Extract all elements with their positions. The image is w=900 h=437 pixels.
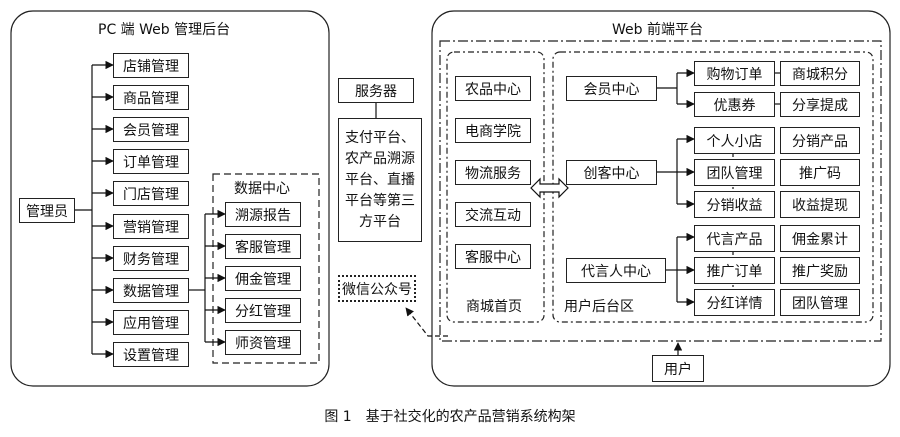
mgmt-item: 设置管理 xyxy=(113,342,189,367)
mgmt-item: 店铺管理 xyxy=(113,53,189,78)
data-center-item: 客服管理 xyxy=(225,234,301,259)
spokesperson-item: 佣金累计 xyxy=(780,225,860,252)
mall-item: 客服中心 xyxy=(455,244,531,269)
mgmt-item: 应用管理 xyxy=(113,310,189,335)
mall-item: 交流互动 xyxy=(455,202,531,227)
creator-item: 分销收益 xyxy=(694,191,775,218)
spokesperson-item: 推广订单 xyxy=(694,257,775,284)
creator-item: 推广码 xyxy=(780,159,860,186)
member-item: 分享提成 xyxy=(780,92,860,117)
figure-caption: 图 1 基于社交化的农产品营销系统构架 xyxy=(324,409,576,425)
member-item: 购物订单 xyxy=(694,61,775,86)
data-center-frame xyxy=(212,173,320,364)
double-arrow-icon xyxy=(530,177,569,199)
mgmt-item-data: 数据管理 xyxy=(113,278,189,303)
mgmt-item: 订单管理 xyxy=(113,149,189,174)
pc-panel-title: PC 端 Web 管理后台 xyxy=(98,22,231,38)
creator-center-box: 创客中心 xyxy=(566,160,657,185)
third-party-text: 支付平台、农产品溯源平台、直播平台等第三方平台 xyxy=(345,129,415,230)
data-center-item: 师资管理 xyxy=(225,330,301,355)
web-panel-title: Web 前端平台 xyxy=(612,22,703,38)
web-inner-frame xyxy=(439,40,882,342)
mgmt-item: 会员管理 xyxy=(113,117,189,142)
data-center-title: 数据中心 xyxy=(234,181,290,197)
mgmt-item: 营销管理 xyxy=(113,214,189,239)
mgmt-item: 财务管理 xyxy=(113,246,189,271)
creator-item: 个人小店 xyxy=(694,127,775,154)
mgmt-item: 商品管理 xyxy=(113,85,189,110)
creator-item: 团队管理 xyxy=(694,159,775,186)
web-panel-frame xyxy=(431,10,891,387)
third-party-box: 支付平台、农产品溯源平台、直播平台等第三方平台 xyxy=(338,118,422,242)
data-center-item: 溯源报告 xyxy=(225,202,301,227)
data-center-item: 分红管理 xyxy=(225,298,301,323)
creator-item: 收益提现 xyxy=(780,191,860,218)
user-box: 用户 xyxy=(652,355,704,382)
spokesperson-item: 分红详情 xyxy=(694,289,775,316)
member-center-box: 会员中心 xyxy=(566,76,657,101)
mall-item: 农品中心 xyxy=(455,76,531,101)
user-backend-label: 用户后台区 xyxy=(564,299,634,315)
spokesperson-center-box: 代言人中心 xyxy=(566,258,666,283)
user-backend-frame xyxy=(552,51,874,323)
mall-item: 电商学院 xyxy=(455,118,531,143)
mall-home-frame xyxy=(446,51,545,323)
spokesperson-item: 团队管理 xyxy=(780,289,860,316)
mgmt-item: 门店管理 xyxy=(113,181,189,206)
mall-home-label: 商城首页 xyxy=(466,299,522,315)
server-box: 服务器 xyxy=(338,78,414,103)
data-center-item: 佣金管理 xyxy=(225,266,301,291)
spokesperson-item: 代言产品 xyxy=(694,225,775,252)
member-item: 优惠券 xyxy=(694,92,775,117)
pc-panel-frame xyxy=(10,10,330,387)
spokesperson-item: 推广奖励 xyxy=(780,257,860,284)
mall-item: 物流服务 xyxy=(455,160,531,185)
wechat-box: 微信公众号 xyxy=(338,275,416,302)
admin-box: 管理员 xyxy=(19,198,75,223)
member-item: 商城积分 xyxy=(780,61,860,86)
creator-item: 分销产品 xyxy=(780,127,860,154)
